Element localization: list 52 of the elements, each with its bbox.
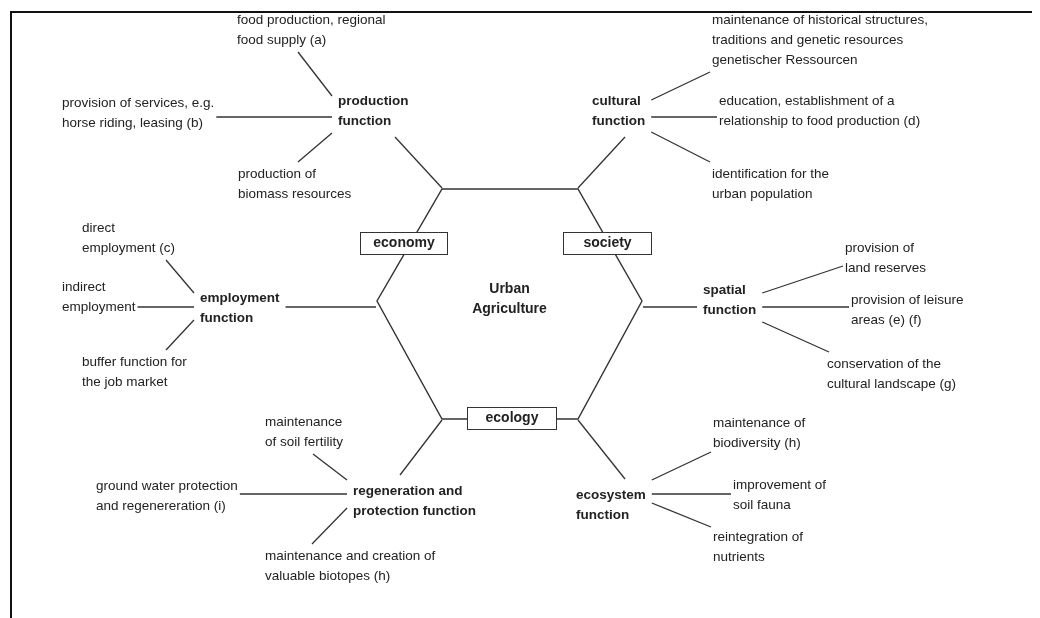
connector-line <box>394 136 443 189</box>
connector-line <box>651 502 712 528</box>
item-label: maintenance of soil fertility <box>263 410 346 454</box>
connector-line <box>284 306 377 308</box>
function-label: spatial function <box>697 274 763 326</box>
item-label: direct employment (c) <box>80 216 178 260</box>
connector-line <box>311 507 348 545</box>
category-box: society <box>563 232 652 255</box>
item-label: identification for the urban population <box>710 162 832 206</box>
item-label: food production, regional food supply (a) <box>235 8 388 52</box>
item-label: indirect employment <box>60 275 138 319</box>
connector-line <box>399 419 443 476</box>
item-label: production of biomass resources <box>236 162 354 206</box>
function-label: cultural function <box>586 85 652 137</box>
item-label: provision of leisure areas (e) (f) <box>849 288 966 332</box>
connector-line <box>761 306 850 308</box>
connector-line <box>165 259 195 294</box>
connector-line <box>651 451 712 481</box>
function-label: ecosystem function <box>570 479 652 531</box>
category-box: ecology <box>467 407 557 430</box>
connector-line <box>215 116 333 118</box>
category-box: economy <box>360 232 448 255</box>
connector-line <box>650 116 718 118</box>
center-label: Urban Agriculture <box>471 279 548 318</box>
connector-line <box>297 132 333 163</box>
connector-line <box>761 321 830 353</box>
connector-line <box>136 306 195 308</box>
item-label: ground water protection and regenereration (i) <box>94 474 240 518</box>
item-label: conservation of the cultural landscape (g) <box>825 352 959 396</box>
item-label: reintegration of nutrients <box>711 525 806 569</box>
connector-line <box>577 419 626 480</box>
item-label: buffer function for the job market <box>80 350 189 394</box>
connector-line <box>297 51 333 97</box>
function-label: production function <box>332 85 415 137</box>
connector-line <box>577 136 626 189</box>
item-label: maintenance and creation of valuable biotopes (h) <box>263 544 438 588</box>
item-label: improvement of soil fauna <box>731 473 829 517</box>
connector-line <box>312 453 348 481</box>
function-label: regeneration and protection function <box>347 475 482 527</box>
connector-line <box>651 493 732 495</box>
item-label: education, establishment of a relationship to food production (d) <box>717 89 923 133</box>
connector-line <box>239 493 348 495</box>
connector-line <box>650 71 711 101</box>
item-label: maintenance of biodiversity (h) <box>711 411 808 455</box>
item-label: maintenance of historical structures, traditions and genetic resources genetischer Ressourcen <box>710 8 931 72</box>
connector-line <box>650 131 711 163</box>
item-label: provision of services, e.g. horse riding, leasing (b) <box>60 91 217 135</box>
connector-line <box>642 306 698 308</box>
function-label: employment function <box>194 282 286 334</box>
connector-line <box>165 319 195 351</box>
item-label: provision of land reserves <box>843 236 929 280</box>
connector-line <box>761 265 844 294</box>
